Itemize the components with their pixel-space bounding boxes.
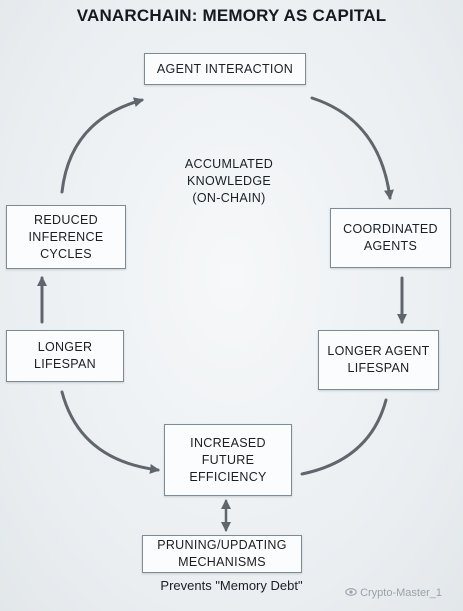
node-reduced-inference-cycles-line-3: CYCLES (40, 246, 92, 261)
node-increased-future-efficiency: INCREASED FUTURE EFFICIENCY (164, 424, 292, 496)
node-longer-lifespan-line-2: LIFESPAN (34, 357, 96, 371)
node-longer-agent-lifespan-line-2: LIFESPAN (347, 361, 410, 375)
node-longer-agent-lifespan-line-1: LONGER AGENT (327, 344, 430, 358)
node-increased-future-efficiency-line-3: EFFICIENCY (189, 469, 267, 484)
node-coordinated-agents: COORDINATED AGENTS (330, 208, 451, 268)
node-coordinated-agents-line-1: COORDINATED (343, 222, 438, 236)
arrow-lifespan-to-efficiency (60, 390, 160, 474)
center-label-line-3: (ON-CHAIN) (192, 190, 266, 205)
node-coordinated-agents-line-2: AGENTS (363, 239, 418, 253)
caption-prevents-memory-debt: Prevents "Memory Debt" (160, 578, 303, 593)
diagram-title: VANARCHAIN: MEMORY AS CAPITAL (76, 6, 387, 25)
arrow-longer-agent-to-efficiency (300, 398, 388, 476)
node-agent-interaction-line-1: AGENT INTERACTION (156, 61, 294, 76)
node-agent-interaction: AGENT INTERACTION (144, 53, 306, 85)
arrow-reduced-to-agent (60, 97, 144, 194)
eye-icon (345, 586, 357, 601)
node-longer-lifespan: LONGER LIFESPAN (6, 330, 124, 382)
node-pruning-updating: PRUNING/UPDATING MECHANISMS (142, 535, 302, 573)
node-reduced-inference-cycles-line-1: REDUCED (34, 212, 98, 227)
node-pruning-updating-line-1: PRUNING/UPDATING (157, 538, 287, 552)
node-longer-agent-lifespan: LONGER AGENT LIFESPAN (318, 330, 439, 390)
center-label-line-1: ACCUMLATED (184, 156, 274, 171)
node-increased-future-efficiency-line-2: FUTURE (201, 452, 255, 467)
watermark: Crypto-Master_1 (345, 586, 442, 601)
node-increased-future-efficiency-line-1: INCREASED (190, 435, 266, 450)
center-label-line-2: KNOWLEDGE (187, 173, 271, 188)
watermark-text: Crypto-Master_1 (360, 587, 442, 599)
node-pruning-updating-line-2: MECHANISMS (178, 555, 266, 569)
node-reduced-inference-cycles: REDUCED INFERENCE CYCLES (6, 205, 126, 269)
node-reduced-inference-cycles-line-2: INFERENCE (28, 229, 104, 244)
node-longer-lifespan-line-1: LONGER (37, 340, 93, 354)
center-label: ACCUMLATED KNOWLEDGE (ON-CHAIN) (168, 153, 290, 209)
arrow-agent-to-coordinated (310, 96, 394, 200)
